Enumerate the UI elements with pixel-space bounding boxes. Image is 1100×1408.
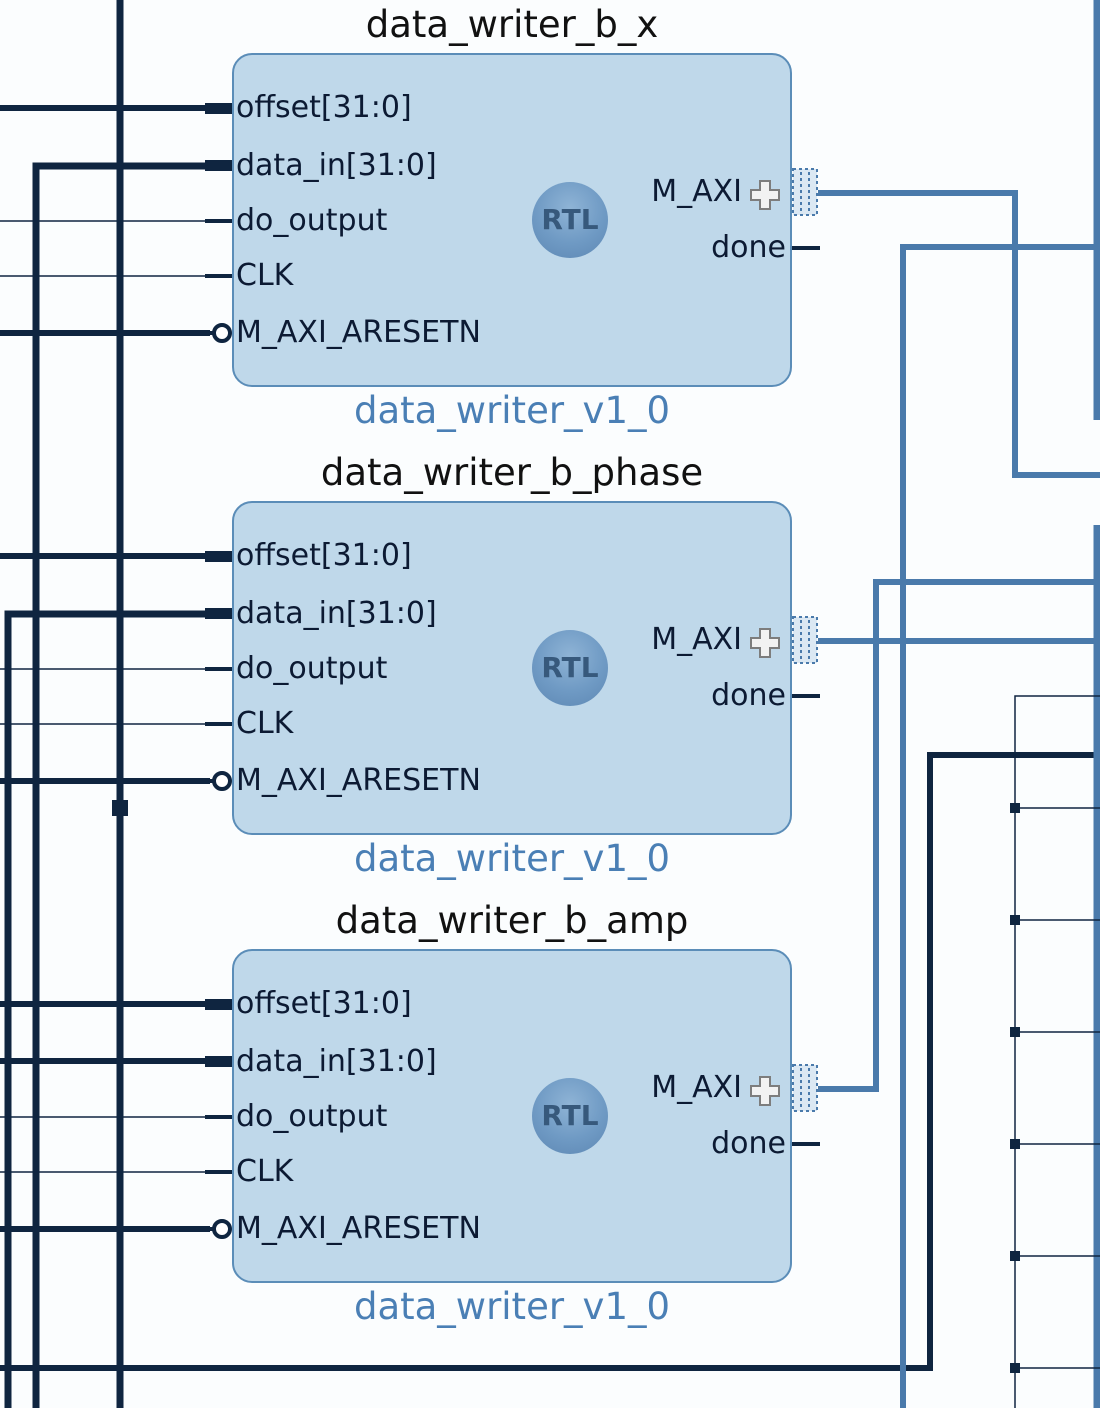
pin-stubs — [205, 103, 820, 343]
input-port[interactable]: offset[31:0] — [236, 986, 412, 1021]
input-port[interactable]: do_output — [236, 1099, 388, 1134]
bus-connector-icon — [792, 616, 818, 664]
active-low-bubble-icon — [212, 323, 232, 343]
axi-bus — [818, 579, 1100, 1092]
ip-name-label[interactable]: data_writer_v1_0 — [353, 837, 671, 880]
net-junction — [1010, 1363, 1020, 1373]
bus-plus-icon[interactable] — [748, 178, 782, 212]
net-junction — [1010, 1027, 1020, 1037]
block-body[interactable] — [232, 501, 792, 835]
block-body[interactable] — [232, 949, 792, 1283]
net-junction — [1010, 915, 1020, 925]
block-body[interactable] — [232, 53, 792, 387]
input-port[interactable]: offset[31:0] — [236, 90, 412, 125]
active-low-bubble-icon — [212, 771, 232, 791]
input-port[interactable]: data_in[31:0] — [236, 148, 437, 183]
net-junction — [1010, 803, 1020, 813]
ip-block[interactable]: data_writer_b_x offset[31:0] data_in[31:… — [0, 0, 1100, 448]
vertical-net — [32, 162, 210, 1408]
output-bus-port[interactable]: M_AXI — [651, 622, 742, 657]
pin-stubs — [205, 551, 820, 791]
axi-bus — [900, 244, 1100, 1408]
block-instance-name: data_writer_b_x — [365, 3, 659, 46]
ip-name-label[interactable]: data_writer_v1_0 — [353, 1285, 671, 1328]
bus-plus-icon[interactable] — [748, 1074, 782, 1108]
input-port[interactable]: CLK — [236, 258, 294, 293]
net-junction — [1010, 1251, 1020, 1261]
input-port[interactable]: do_output — [236, 651, 388, 686]
input-port[interactable]: CLK — [236, 706, 294, 741]
bus-connector-icon — [792, 1064, 818, 1112]
axi-bus — [818, 190, 1100, 478]
rtl-badge-icon: RTL — [532, 182, 608, 258]
thin-net — [1014, 695, 1100, 1408]
bus-connector-icon — [792, 168, 818, 216]
input-port[interactable]: M_AXI_ARESETN — [236, 315, 481, 350]
input-port[interactable]: offset[31:0] — [236, 538, 412, 573]
input-port[interactable]: do_output — [236, 203, 388, 238]
active-low-bubble-icon — [212, 1219, 232, 1239]
net-junction — [112, 800, 128, 816]
output-port[interactable]: done — [711, 230, 786, 265]
input-port[interactable]: M_AXI_ARESETN — [236, 1211, 481, 1246]
block-instance-name: data_writer_b_phase — [320, 451, 704, 494]
input-port[interactable]: data_in[31:0] — [236, 1044, 437, 1079]
input-port[interactable]: data_in[31:0] — [236, 596, 437, 631]
rtl-badge-icon: RTL — [532, 630, 608, 706]
input-port[interactable]: CLK — [236, 1154, 294, 1189]
ip-block[interactable]: data_writer_b_amp offset[31:0] data_in[3… — [0, 896, 1100, 1344]
vertical-net — [4, 610, 210, 1408]
input-port[interactable]: M_AXI_ARESETN — [236, 763, 481, 798]
rtl-badge-icon: RTL — [532, 1078, 608, 1154]
output-bus-port[interactable]: M_AXI — [651, 1070, 742, 1105]
output-port[interactable]: done — [711, 1126, 786, 1161]
block-instance-name: data_writer_b_amp — [335, 899, 689, 942]
pin-stubs — [205, 999, 820, 1239]
ip-block[interactable]: data_writer_b_phase offset[31:0] data_in… — [0, 448, 1100, 896]
output-bus-port[interactable]: M_AXI — [651, 174, 742, 209]
bus-plus-icon[interactable] — [748, 626, 782, 660]
output-port[interactable]: done — [711, 678, 786, 713]
net-junction — [1010, 1139, 1020, 1149]
ip-name-label[interactable]: data_writer_v1_0 — [353, 389, 671, 432]
